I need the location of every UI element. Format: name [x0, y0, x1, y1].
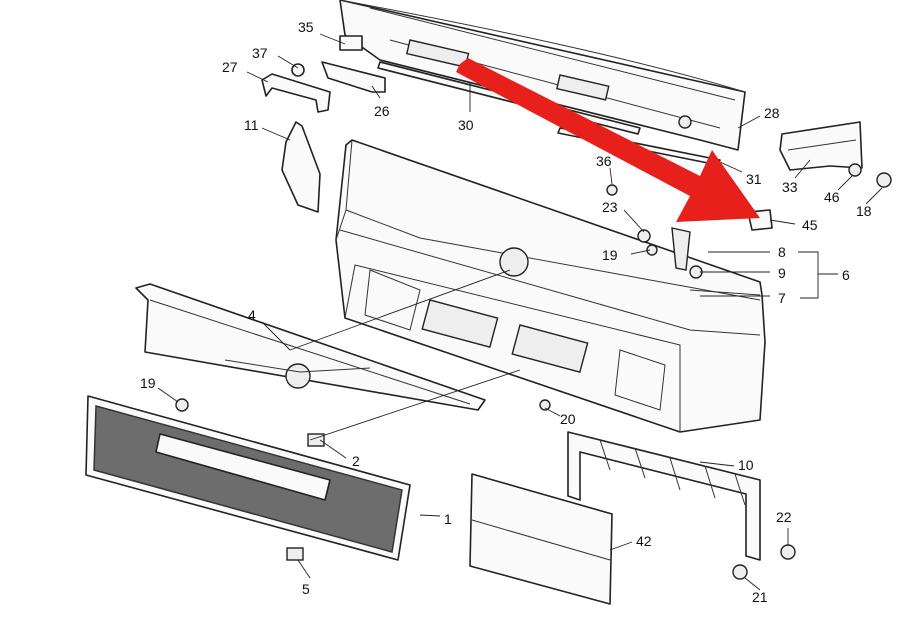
- handle-part-27: [261, 73, 331, 113]
- clip-part-37: [291, 63, 305, 77]
- bolt-part-21: [732, 564, 748, 580]
- rack-part-10: [567, 431, 796, 580]
- grille-part-1: [85, 395, 411, 561]
- callout-19-lower: 19: [140, 375, 156, 391]
- clip-part-19-lower: [175, 398, 189, 412]
- bolt-part-19-upper: [646, 244, 658, 256]
- corner-cover-part-33: [779, 121, 863, 171]
- callout-35: 35: [298, 19, 314, 35]
- bolt-part-22: [780, 544, 796, 560]
- callout-46: 46: [824, 189, 840, 205]
- upper-reinforcement-part-28: [339, 0, 746, 151]
- callout-45: 45: [802, 217, 818, 233]
- callout-8: 8: [778, 244, 786, 260]
- callout-9: 9: [778, 265, 786, 281]
- callout-30: 30: [458, 117, 474, 133]
- bracket-part-8: [671, 227, 691, 271]
- callout-2: 2: [352, 453, 360, 469]
- side-cover-part-11: [281, 121, 321, 213]
- bumper-body: [335, 139, 766, 433]
- callout-31: 31: [746, 171, 762, 187]
- callout-36: 36: [596, 153, 612, 169]
- panel-part-42: [469, 473, 613, 605]
- bolt-part-23: [637, 229, 651, 243]
- clip-part-5: [286, 547, 304, 561]
- callout-7: 7: [778, 290, 786, 306]
- callout-11: 11: [244, 117, 259, 133]
- callout-20: 20: [560, 411, 576, 427]
- callout-26: 26: [374, 103, 390, 119]
- red-arrow-indicator: [456, 58, 760, 222]
- bolt-part-18: [876, 172, 892, 188]
- callout-5: 5: [302, 581, 310, 597]
- callout-10: 10: [738, 457, 754, 473]
- bracket-part-35: [339, 35, 363, 51]
- leader-lines: [157, 33, 883, 591]
- callout-19-upper: 19: [602, 247, 618, 263]
- bracket-part-26: [321, 61, 386, 93]
- callout-18: 18: [856, 203, 872, 219]
- callout-21: 21: [752, 589, 768, 605]
- callout-22: 22: [776, 509, 792, 525]
- callout-4: 4: [248, 307, 256, 323]
- callout-1: 1: [444, 511, 452, 527]
- callout-23: 23: [602, 199, 618, 215]
- callout-42: 42: [636, 533, 652, 549]
- callout-6: 6: [842, 267, 850, 283]
- callout-37: 37: [252, 45, 268, 61]
- bolt-part-20: [539, 399, 551, 411]
- callout-27: 27: [222, 59, 238, 75]
- trim-panel-part-4: [135, 283, 486, 411]
- callout-labels: 35 37 27 26 30 28 11 36 31 33 46 18 23 4…: [140, 19, 872, 605]
- screw-part-46: [848, 163, 862, 177]
- callout-33: 33: [782, 179, 798, 195]
- bolt-part-36: [606, 184, 618, 196]
- callout-28: 28: [764, 105, 780, 121]
